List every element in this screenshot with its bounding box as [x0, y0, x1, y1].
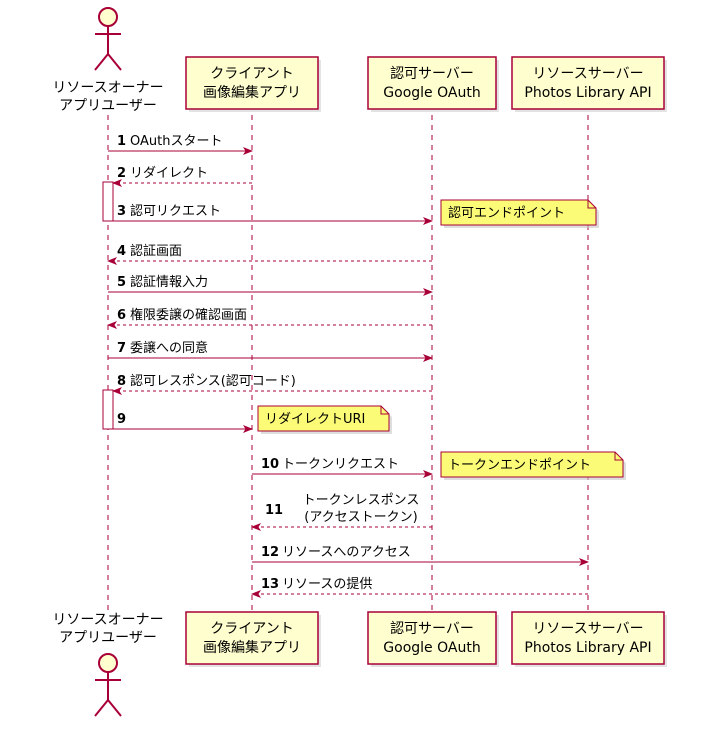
note-text: 認可エンドポイント — [448, 205, 565, 221]
message-label-11-line2: (アクセストークン) — [304, 510, 418, 525]
note-fold — [587, 200, 596, 209]
message-label-8: 認可レスポンス(認可コード) — [130, 373, 296, 389]
message-number-10: 10 — [261, 457, 279, 472]
message-label-13: リソースの提供 — [282, 576, 372, 592]
message-number-5: 5 — [117, 275, 126, 290]
message-number-7: 7 — [117, 341, 126, 356]
participant-label-client-top: クライアント — [210, 66, 293, 82]
participant-box-client-bottom — [185, 611, 319, 665]
participant-label-auth-bottom: Google OAuth — [383, 640, 480, 656]
actor-head — [98, 7, 118, 27]
message-label-1: OAuthスタート — [130, 134, 222, 149]
message-number-11: 11 — [265, 503, 283, 518]
message-label-6: 権限委譲の確認画面 — [130, 307, 247, 323]
participant-box-client-top — [185, 56, 319, 110]
message-number-6: 6 — [117, 308, 126, 323]
note-text: リダイレクトURI — [265, 412, 365, 427]
participant-label-client-top: 画像編集アプリ — [203, 84, 301, 101]
note-fold — [380, 406, 389, 415]
participant-label-resource-bottom: リソースサーバー — [532, 621, 643, 637]
message-label-4: 認証画面 — [130, 243, 182, 259]
actor-leg-right — [107, 699, 122, 717]
actor-head — [98, 653, 118, 673]
activation-bar — [102, 389, 114, 430]
actor-leg-left — [94, 53, 109, 71]
actor-leg-left — [94, 699, 109, 717]
participant-box-auth-bottom — [367, 611, 497, 665]
message-number-13: 13 — [261, 577, 279, 592]
message-number-12: 12 — [261, 545, 279, 560]
message-label-7: 委譲への同意 — [130, 340, 208, 356]
note-text: トークンエンドポイント — [448, 458, 591, 473]
activation-bar — [102, 181, 114, 222]
participant-label-owner-bottom: アプリユーザー — [59, 630, 157, 646]
participant-label-resource-bottom: Photos Library API — [524, 640, 651, 656]
actor-leg-right — [107, 53, 122, 71]
message-label-2: リダイレクト — [130, 166, 208, 181]
participant-box-resource-top — [511, 56, 665, 110]
note-box — [440, 199, 597, 226]
note-fold — [614, 452, 623, 461]
message-label-5: 認証情報入力 — [130, 274, 208, 290]
message-label-12: リソースへのアクセス — [282, 545, 411, 560]
message-label-10: トークンリクエスト — [282, 457, 399, 472]
actor-figure-top — [94, 7, 122, 71]
message-number-3: 3 — [117, 204, 126, 219]
participant-label-client-bottom: 画像編集アプリ — [203, 639, 301, 656]
participant-label-auth-bottom: 認可サーバー — [390, 621, 474, 637]
message-number-8: 8 — [117, 374, 126, 389]
participant-box-resource-bottom — [511, 611, 665, 665]
participant-label-resource-top: リソースサーバー — [532, 66, 643, 82]
participant-label-owner-top: リソースオーナー — [52, 80, 163, 96]
participant-box-auth-top — [367, 56, 497, 110]
message-number-1: 1 — [117, 134, 126, 149]
participant-label-client-bottom: クライアント — [210, 621, 293, 637]
message-number-4: 4 — [117, 244, 126, 259]
participant-label-auth-top: Google OAuth — [383, 85, 480, 101]
participant-label-auth-top: 認可サーバー — [390, 66, 474, 82]
actor-figure-bottom — [94, 653, 122, 717]
message-label-3: 認可リクエスト — [130, 203, 221, 219]
message-label-11-line1: トークンレスポンス — [303, 493, 420, 508]
message-number-9: 9 — [117, 412, 126, 427]
participant-label-resource-top: Photos Library API — [524, 85, 651, 101]
participant-label-owner-top: アプリユーザー — [59, 98, 157, 114]
note-box — [440, 451, 624, 478]
note-box — [257, 405, 390, 432]
message-number-2: 2 — [117, 166, 126, 181]
participant-label-owner-bottom: リソースオーナー — [52, 612, 163, 628]
